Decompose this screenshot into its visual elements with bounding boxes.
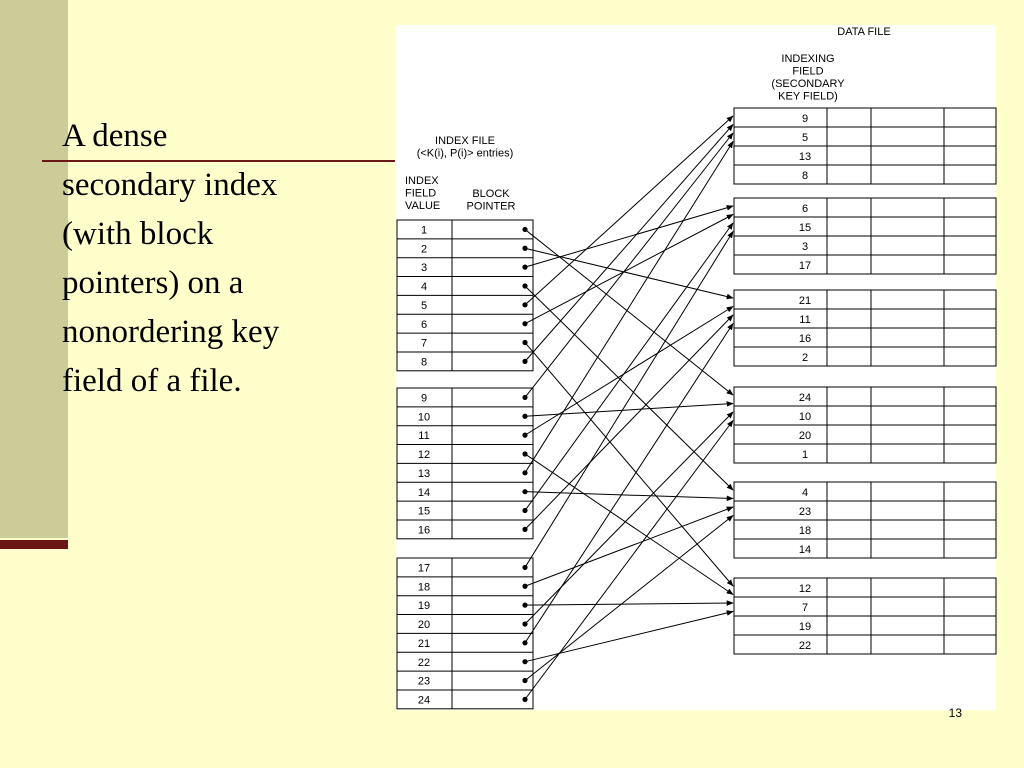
pointer-arrow (524, 132, 734, 398)
data-record-key: 2 (802, 352, 808, 364)
pointer-arrow (524, 306, 734, 436)
pointer-arrow (524, 401, 734, 417)
index-field-value: 1 (421, 225, 427, 237)
index-field-value: 21 (418, 638, 430, 650)
block-pointer-dot (522, 564, 528, 571)
index-field-value: 20 (418, 619, 430, 631)
index-field-value: 6 (421, 319, 427, 331)
pointer-arrow (524, 491, 734, 502)
data-record-key: 24 (799, 392, 811, 404)
indexing-field-label: FIELD (792, 66, 823, 78)
index-field-value: 15 (418, 506, 430, 518)
data-file-label: DATA FILE (837, 26, 890, 38)
indexing-field-label: INDEXING (781, 53, 834, 65)
index-field-value: 10 (418, 411, 430, 423)
pointer-arrow (524, 411, 734, 625)
block-pointer-header: BLOCK (472, 188, 510, 200)
data-record-key: 7 (802, 602, 808, 614)
data-record-key: 4 (802, 487, 808, 499)
pointer-arrow (524, 453, 734, 595)
pointer-arrow (524, 610, 734, 663)
data-record-key: 19 (799, 621, 811, 633)
pointer-arrow (524, 222, 734, 511)
data-record-key: 14 (799, 544, 811, 556)
indexing-field-label: KEY FIELD) (778, 91, 838, 103)
title-rule (42, 160, 395, 162)
pointer-arrow (524, 247, 734, 300)
data-record-key: 5 (802, 132, 808, 144)
pointer-arrow (524, 285, 734, 491)
pointer-arrow (524, 314, 734, 530)
block-pointer-dot (522, 640, 528, 646)
index-field-value: 16 (418, 524, 430, 536)
left-accent-bar (0, 0, 68, 538)
pointer-arrow (524, 600, 734, 606)
index-field-value-header: INDEX (405, 175, 439, 187)
data-record-key: 1 (802, 449, 808, 461)
index-field-value: 3 (421, 262, 427, 274)
data-record-key: 8 (802, 170, 808, 182)
data-record-key: 10 (799, 411, 811, 423)
index-field-value: 19 (418, 600, 430, 612)
index-field-value-header: VALUE (405, 200, 440, 212)
index-field-value: 18 (418, 581, 430, 593)
index-field-value: 12 (418, 449, 430, 461)
index-field-value: 11 (418, 430, 429, 442)
pointer-arrow (524, 115, 734, 306)
index-field-value: 23 (418, 676, 430, 688)
data-record-key: 22 (799, 640, 811, 652)
slide-number: 13 (948, 706, 962, 720)
bottom-accent-bar (0, 540, 68, 549)
data-record-key: 9 (802, 113, 808, 125)
data-record-key: 15 (799, 222, 811, 234)
pointer-arrow (524, 123, 734, 362)
block-pointer-header: POINTER (467, 201, 516, 213)
pointer-arrow (524, 515, 734, 681)
index-file-label: (<K(i), P(i)> entries) (417, 148, 514, 160)
data-record-key: 17 (799, 260, 811, 272)
index-field-value: 22 (418, 657, 430, 669)
index-field-value: 7 (421, 338, 427, 350)
index-field-value: 9 (421, 393, 427, 405)
pointer-arrow (524, 342, 734, 587)
data-record-key: 18 (799, 525, 811, 537)
index-field-value: 2 (421, 243, 427, 255)
pointer-arrow (524, 322, 734, 644)
index-field-value: 14 (418, 487, 430, 499)
data-record-key: 11 (799, 314, 810, 326)
slide-title: A dense secondary index (with block poin… (62, 118, 280, 399)
pointer-arrow (524, 214, 734, 325)
pointer-arrow (524, 140, 734, 474)
index-field-value: 17 (418, 563, 430, 575)
data-record-key: 20 (799, 430, 811, 442)
data-record-key: 23 (799, 506, 811, 518)
data-record-key: 3 (802, 241, 808, 253)
index-field-value: 24 (418, 694, 430, 706)
pointer-arrow (524, 230, 734, 568)
data-record-key: 16 (799, 333, 811, 345)
index-field-value-header: FIELD (405, 188, 436, 200)
data-record-key: 13 (799, 151, 811, 163)
index-field-value: 4 (421, 281, 427, 293)
pointer-arrow (524, 506, 734, 587)
pointer-arrow (524, 229, 734, 396)
index-field-value: 5 (421, 300, 427, 312)
pointer-arrow (524, 419, 734, 700)
index-field-value: 8 (421, 356, 427, 368)
index-field-value: 13 (418, 468, 430, 480)
indexing-field-label: (SECONDARY (771, 78, 845, 90)
block-pointer-dot (522, 659, 528, 665)
data-record-key: 21 (799, 295, 811, 307)
data-record-key: 6 (802, 203, 808, 215)
data-record-key: 12 (799, 583, 811, 595)
pointer-arrow (524, 205, 734, 268)
index-file-label: INDEX FILE (435, 135, 495, 147)
